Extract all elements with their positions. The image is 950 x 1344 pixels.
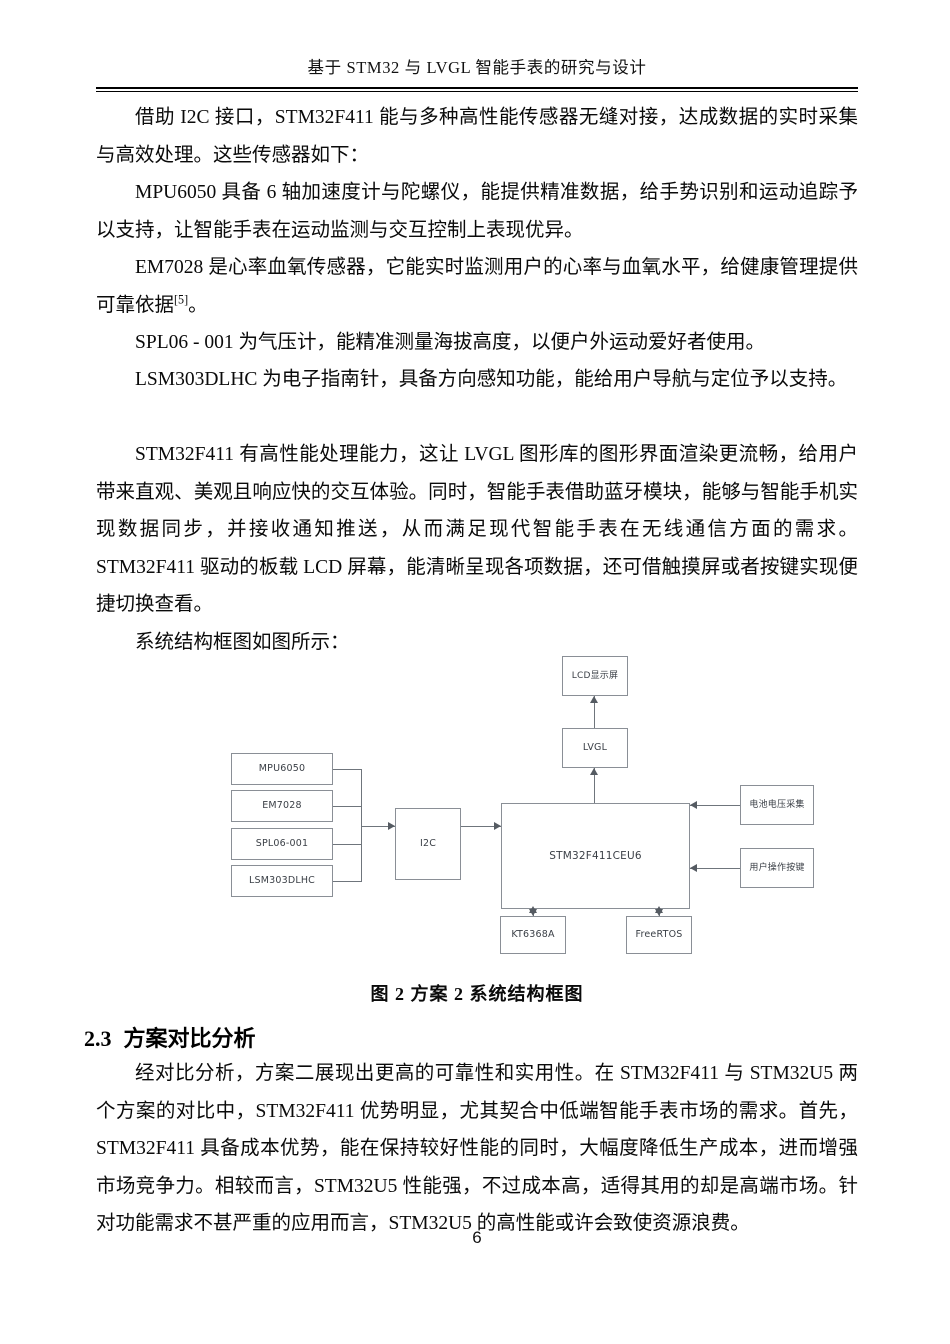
diagram-node-sensor-lsm303dlhc[interactable]: LSM303DLHC <box>231 865 333 897</box>
arrowhead-mcu-to-bluetooth <box>529 909 537 916</box>
section-number: 2.3 <box>84 1026 112 1051</box>
arrowhead-i2c-to-mcu <box>494 822 501 830</box>
paragraph-figure-lead-in: 系统结构框图如图所示： <box>135 632 350 653</box>
paragraph-spl06: SPL06 - 001 为气压计，能精准测量海拔高度，以便户外运动爱好者使用。 <box>135 332 765 353</box>
page-number: 6 <box>472 1228 482 1247</box>
diagram-node-lcd[interactable]: LCD显示屏 <box>562 656 628 696</box>
diagram-node-sensor-spl06[interactable]: SPL06-001 <box>231 828 333 860</box>
arrowhead-keys-to-mcu <box>690 864 697 872</box>
connector-lsm303dlhc-stub <box>333 881 361 882</box>
header-rule-thick <box>96 87 858 89</box>
arrowhead-mcu-to-rtos <box>655 909 663 916</box>
diagram-node-sensor-mpu6050[interactable]: MPU6050 <box>231 753 333 785</box>
connector-battery-to-mcu <box>690 805 740 806</box>
connector-keys-to-mcu <box>690 868 740 869</box>
diagram-node-rtos[interactable]: FreeRTOS <box>626 916 692 954</box>
figure-system-block-diagram: LCD显示屏 LVGL STM32F411CEU6 MPU6050 EM7028… <box>0 640 950 1020</box>
section-title: 方案对比分析 <box>123 1026 256 1051</box>
arrowhead-lvgl-to-lcd <box>590 696 598 703</box>
diagram-node-bluetooth[interactable]: KT6368A <box>500 916 566 954</box>
running-header: 基于 STM32 与 LVGL 智能手表的研究与设计 <box>96 56 858 81</box>
paragraph-stm32f411-perf: STM32F411 有高性能处理能力，这让 LVGL 图形库的图形界面渲染更流畅… <box>96 444 858 615</box>
header-rule-thin <box>96 91 858 92</box>
diagram-node-i2c[interactable]: I2C <box>395 808 461 880</box>
connector-bus-to-i2c <box>361 826 395 827</box>
connector-spl06-stub <box>333 844 361 845</box>
arrowhead-battery-to-mcu <box>690 801 697 809</box>
section-heading: 2.3 方案对比分析 <box>84 1024 858 1055</box>
connector-mcu-to-lvgl <box>594 768 595 804</box>
paragraph-i2c-intro: 借助 I2C 接口，STM32F411 能与多种高性能传感器无缝对接，达成数据的… <box>96 107 858 166</box>
diagram-node-user-keys[interactable]: 用户操作按键 <box>740 848 814 888</box>
em7028-text: EM7028 是心率血氧传感器，它能实时监测用户的心率与血氧水平，给健康管理提供… <box>96 257 858 316</box>
diagram-node-sensor-em7028[interactable]: EM7028 <box>231 790 333 822</box>
diagram-node-mcu[interactable]: STM32F411CEU6 <box>501 803 690 909</box>
figure-caption: 图 2 方案 2 系统结构框图 <box>370 984 584 1004</box>
arrowhead-mcu-to-lvgl <box>590 768 598 775</box>
arrowhead-bus-to-i2c <box>388 822 395 830</box>
header-title: 基于 STM32 与 LVGL 智能手表的研究与设计 <box>307 58 647 77</box>
connector-mpu6050-stub <box>333 769 361 770</box>
block-diagram: LCD显示屏 LVGL STM32F411CEU6 MPU6050 EM7028… <box>0 640 950 970</box>
diagram-node-battery-voltage[interactable]: 电池电压采集 <box>740 785 814 825</box>
connector-em7028-stub <box>333 806 361 807</box>
connector-sensor-bus <box>361 769 362 882</box>
paragraph-em7028: EM7028 是心率血氧传感器，它能实时监测用户的心率与血氧水平，给健康管理提供… <box>96 249 858 324</box>
paragraph-lsm303dlhc: LSM303DLHC 为电子指南针，具备方向感知功能，能给用户导航与定位予以支持… <box>135 369 848 390</box>
connector-i2c-to-mcu <box>461 826 501 827</box>
citation-marker: [5] <box>174 292 189 306</box>
connector-lvgl-to-lcd <box>594 696 595 728</box>
paragraph-comparison-analysis: 经对比分析，方案二展现出更高的可靠性和实用性。在 STM32F411 与 STM… <box>96 1063 858 1234</box>
paragraph-mpu6050: MPU6050 具备 6 轴加速度计与陀螺仪，能提供精准数据，给手势识别和运动追… <box>96 182 858 241</box>
diagram-node-lvgl[interactable]: LVGL <box>562 728 628 768</box>
em7028-period: 。 <box>188 294 208 316</box>
